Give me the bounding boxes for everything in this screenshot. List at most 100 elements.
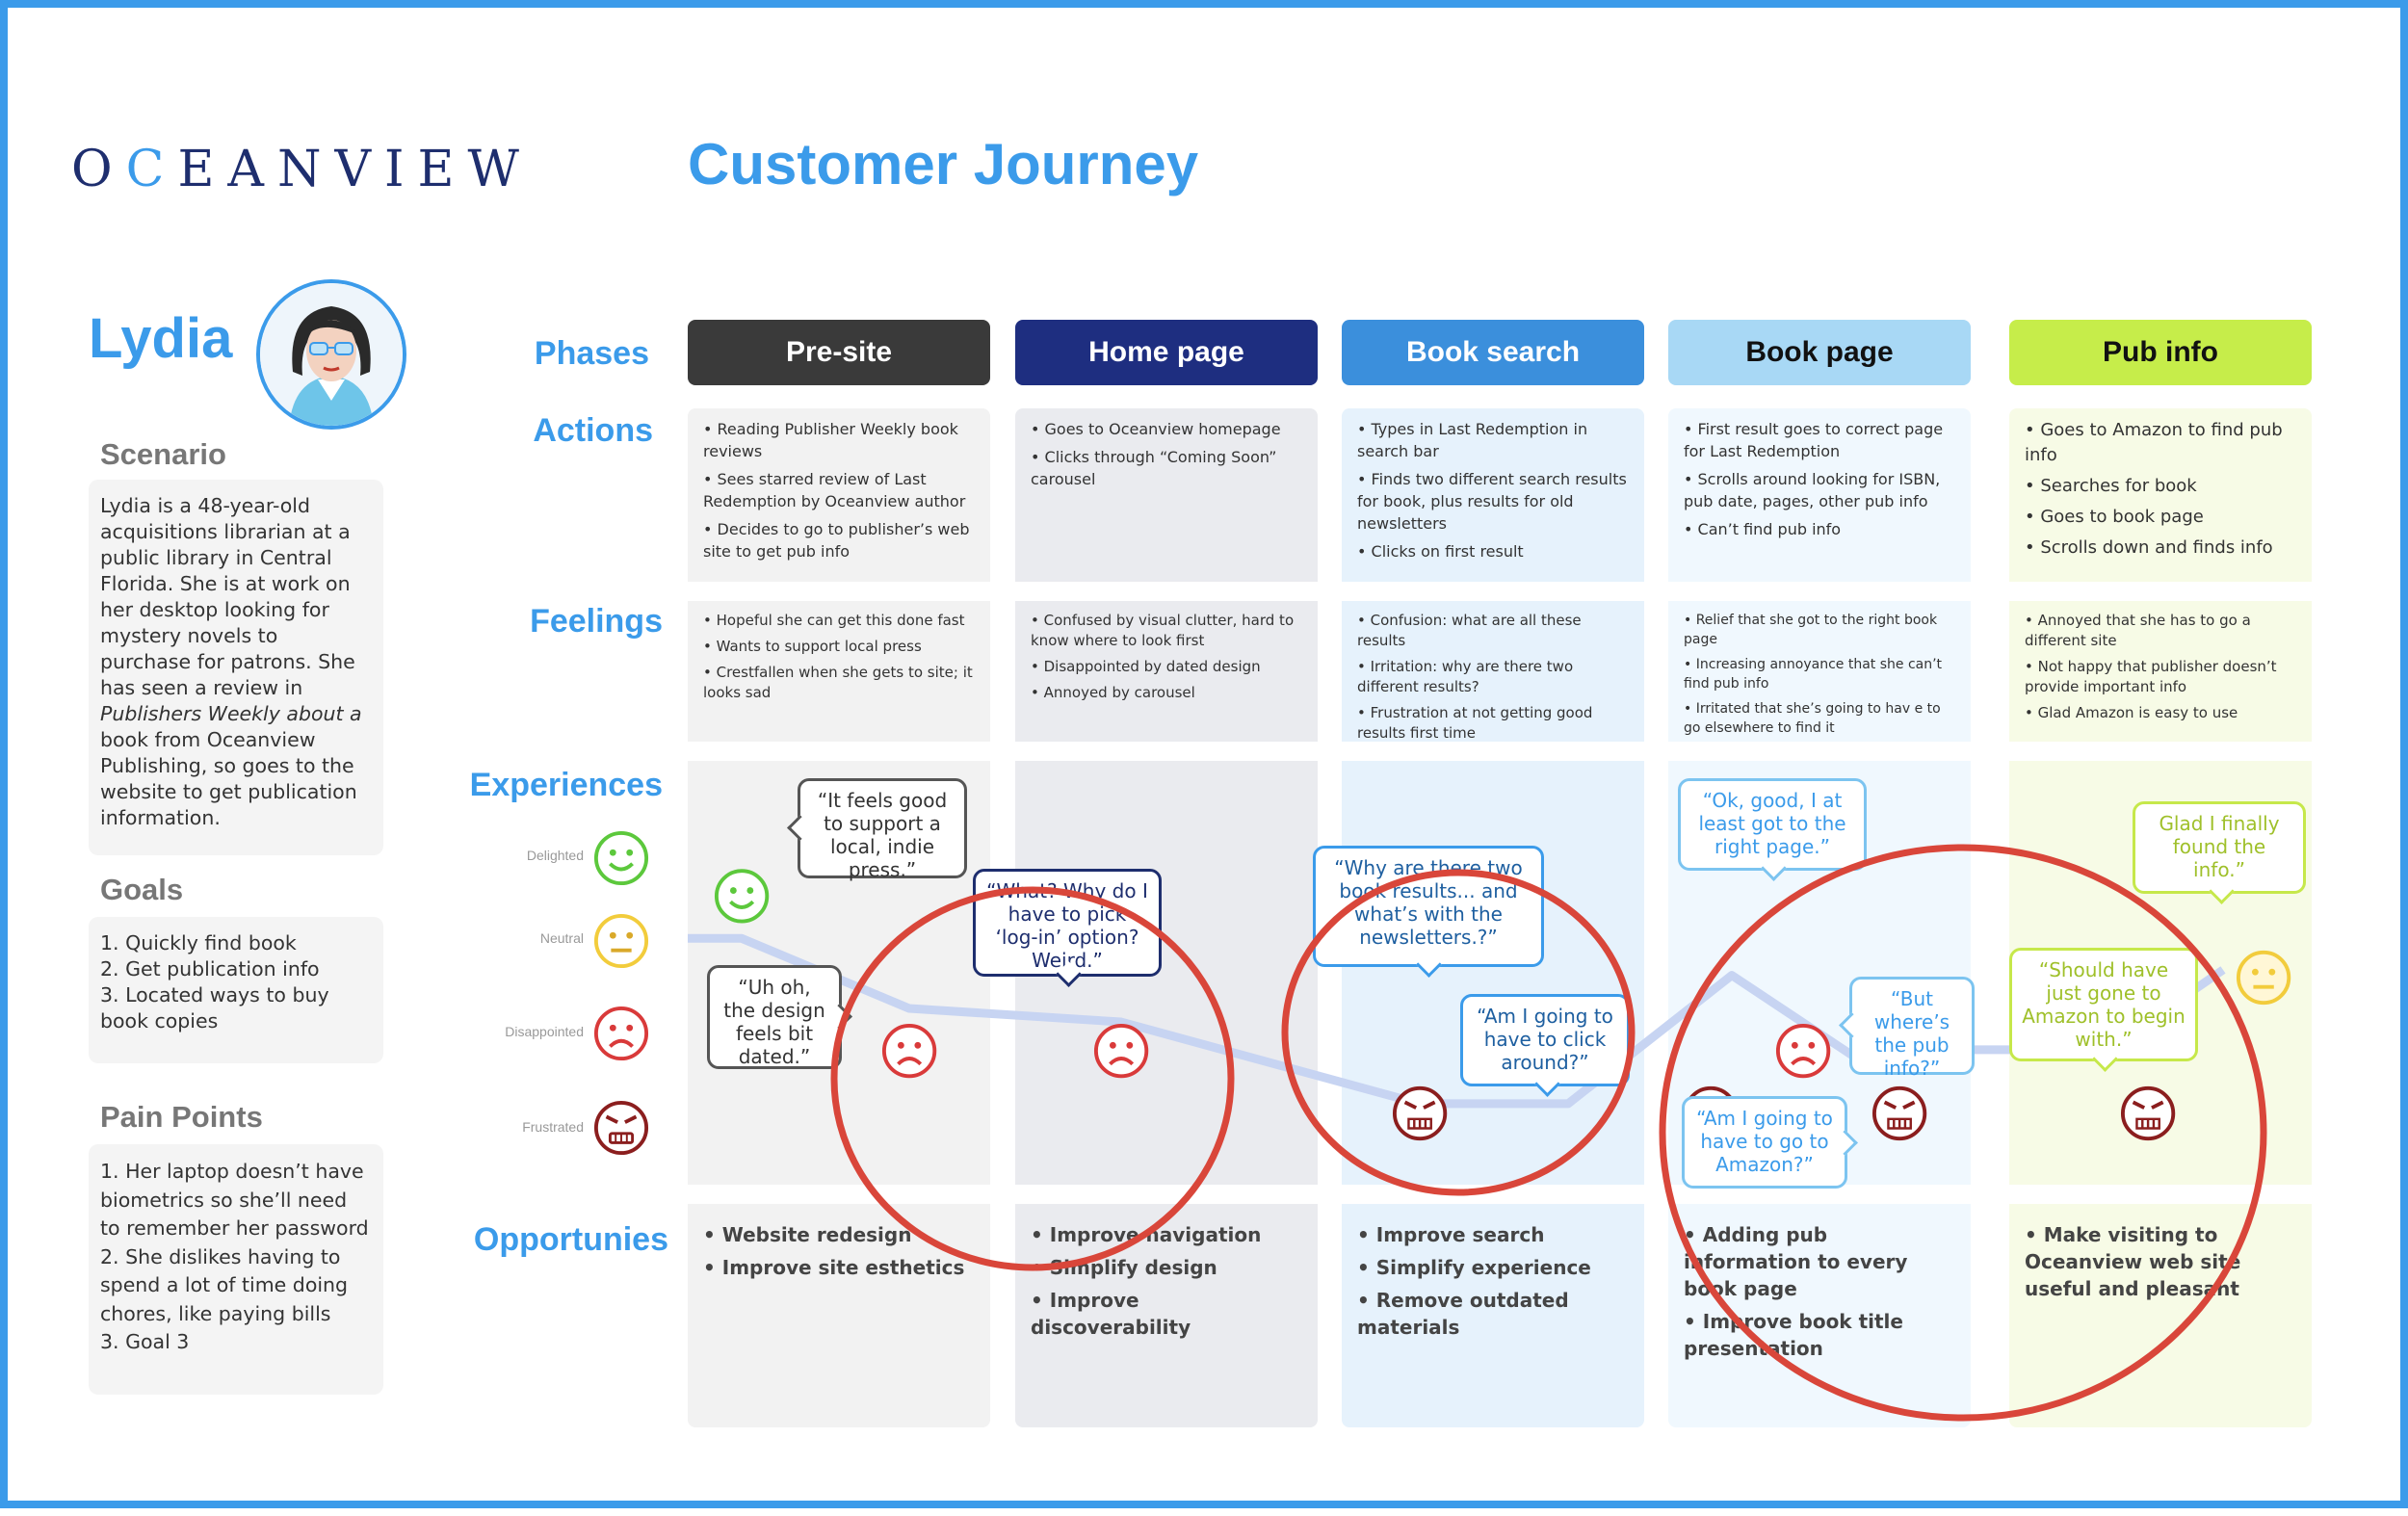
opportunities-cell-book-search: • Improve search • Simplify experience •… [1342,1212,1644,1424]
feeling-item: • Glad Amazon is easy to use [2025,704,2238,721]
disappointed-marker-icon [1093,1024,1149,1079]
pain-points-heading: Pain Points [100,1100,263,1134]
row-divider [1015,582,1318,601]
action-item: • Goes to book page [2025,507,2204,527]
goal-item: 1. Quickly find book [100,931,297,954]
bubble-right-page: “Ok, good, I at least got to the right p… [1678,778,1867,871]
scenario-line: purchase for patrons. She [100,650,355,673]
action-item: • Can’t find pub info [1684,520,1842,538]
logo-text-end: EANVIEW [177,141,533,198]
scenario-line: has seen a review in [100,676,303,699]
row-divider [2009,742,2312,761]
scenario-heading: Scenario [100,437,226,471]
disappointed-marker-icon [1775,1024,1831,1079]
action-item: • Searches for book [2025,476,2197,496]
row-label-experiences: Experiences [469,767,663,803]
phase-header-home-page: Home page [1015,320,1318,385]
feelings-cell-pub-info: • Annoyed that she has to go a different… [2009,601,2312,742]
feelings-cell-home-page: • Confused by visual clutter, hard to kn… [1015,601,1318,742]
feeling-item: • Annoyed by carousel [1031,684,1195,701]
logo-text-start: O [71,141,126,198]
action-item: • Reading Publisher Weekly book reviews [703,420,958,460]
scenario-line: Lydia is a 48-year-old [100,494,311,517]
goal-item: book copies [100,1009,219,1032]
scenario-line: Publishers Weekly about a [100,702,362,725]
frustrated-marker-icon [1392,1085,1448,1141]
actions-cell-pre-site: • Reading Publisher Weekly book reviews … [688,408,990,578]
action-item: • Scrolls around looking for ISBN, pub d… [1684,470,1941,510]
neutral-face-icon [593,913,649,969]
row-divider [1668,742,1971,761]
feeling-item: • Not happy that publisher doesn’t provi… [2025,658,2277,695]
goals-heading: Goals [100,873,184,906]
frustrated-marker-icon [1871,1085,1927,1141]
feeling-item: • Disappointed by dated design [1031,658,1261,675]
persona-avatar [256,279,406,430]
feeling-item: • Hopeful she can get this done fast [703,612,965,629]
row-divider [1668,582,1971,601]
opportunity-item: • Improve search [1357,1223,1545,1246]
bubble-found-info: Glad I finally found the info.” [2133,801,2306,894]
bubble-pub-info: “But where’s the pub info?” [1849,977,1975,1080]
scenario-line: public library in Central [100,546,332,569]
feeling-item: • Increasing annoyance that she can’t fi… [1684,657,1943,692]
feelings-cell-book-page: • Relief that she got to the right book … [1668,601,1971,742]
feeling-item: • Confusion: what are all these results [1357,612,1582,649]
row-divider [688,742,990,761]
row-divider [1342,742,1644,761]
phase-header-pub-info: Pub info [2009,320,2312,385]
action-item: • Clicks on first result [1357,542,1524,561]
bubble-two-results: “Why are there two book results... and w… [1313,846,1544,967]
scale-label-delighted: Delighted [526,848,584,863]
row-label-actions: Actions [533,412,653,449]
actions-cell-book-search: • Types in Last Redemption in search bar… [1342,408,1644,578]
frustrated-face-icon [593,1100,649,1156]
frustrated-marker-icon [2120,1085,2176,1141]
pain-point-line: spend a lot of time doing [100,1273,349,1296]
scenario-line: acquisitions librarian at a [100,520,351,543]
opportunity-item: • Remove outdated materials [1357,1289,1569,1339]
phase-header-book-page: Book page [1668,320,1971,385]
feeling-item: • Relief that she got to the right book … [1684,613,1938,647]
action-item: • Goes to Amazon to find pub info [2025,420,2283,465]
disappointed-face-icon [593,1006,649,1061]
phase-header-pre-site: Pre-site [688,320,990,385]
goal-item: 3. Located ways to buy [100,983,329,1006]
scenario-line: Florida. She is at work on [100,572,351,595]
pain-points-card: 1. Her laptop doesn’t have biometrics so… [89,1144,383,1395]
scenario-line: website to get publication [100,780,357,803]
pain-point-line: to remember her password [100,1216,369,1240]
scenario-card: Lydia is a 48-year-old acquisitions libr… [89,480,383,855]
delighted-face-icon [593,830,649,886]
scenario-line: her desktop looking for [100,598,329,621]
row-divider [1015,742,1318,761]
logo-wave-mark: C [125,141,178,198]
disappointed-marker-icon [881,1024,937,1079]
bubble-should-have-gone: “Should have just gone to Amazon to begi… [2009,948,2198,1061]
row-divider [2009,582,2312,601]
feeling-item: • Frustration at not getting good result… [1357,704,1593,742]
action-item: • Goes to Oceanview homepage [1031,420,1281,438]
oceanview-logo: OCEANVIEW [71,141,533,198]
scenario-line: information. [100,806,221,829]
actions-cell-pub-info: • Goes to Amazon to find pub info • Sear… [2009,408,2312,578]
actions-cell-home-page: • Goes to Oceanview homepage • Clicks th… [1015,408,1318,578]
opportunity-item: • Simplify experience [1357,1256,1591,1279]
feeling-item: • Crestfallen when she gets to site; it … [703,664,973,701]
action-item: • Finds two different search results for… [1357,470,1627,533]
scale-label-frustrated: Frustrated [522,1119,584,1135]
opportunity-item: • Improve discoverability [1031,1289,1191,1339]
phase-header-book-search: Book search [1342,320,1644,385]
avatar-illustration-icon [260,283,403,426]
feelings-cell-pre-site: • Hopeful she can get this done fast • W… [688,601,990,742]
action-item: • Decides to go to publisher’s web site … [703,520,970,561]
action-item: • Sees starred review of Last Redemption… [703,470,966,510]
pain-point-line: 1. Her laptop doesn’t have [100,1160,364,1183]
pain-point-line: 3. Goal 3 [100,1330,190,1353]
scenario-line: Publishing, so goes to the [100,754,354,777]
action-item: • First result goes to correct page for … [1684,420,1944,460]
persona-name: Lydia [89,307,233,370]
bubble-design-dated: “Uh oh, the design feels bit dated.” [707,965,842,1069]
pain-point-line: chores, like paying bills [100,1301,331,1325]
